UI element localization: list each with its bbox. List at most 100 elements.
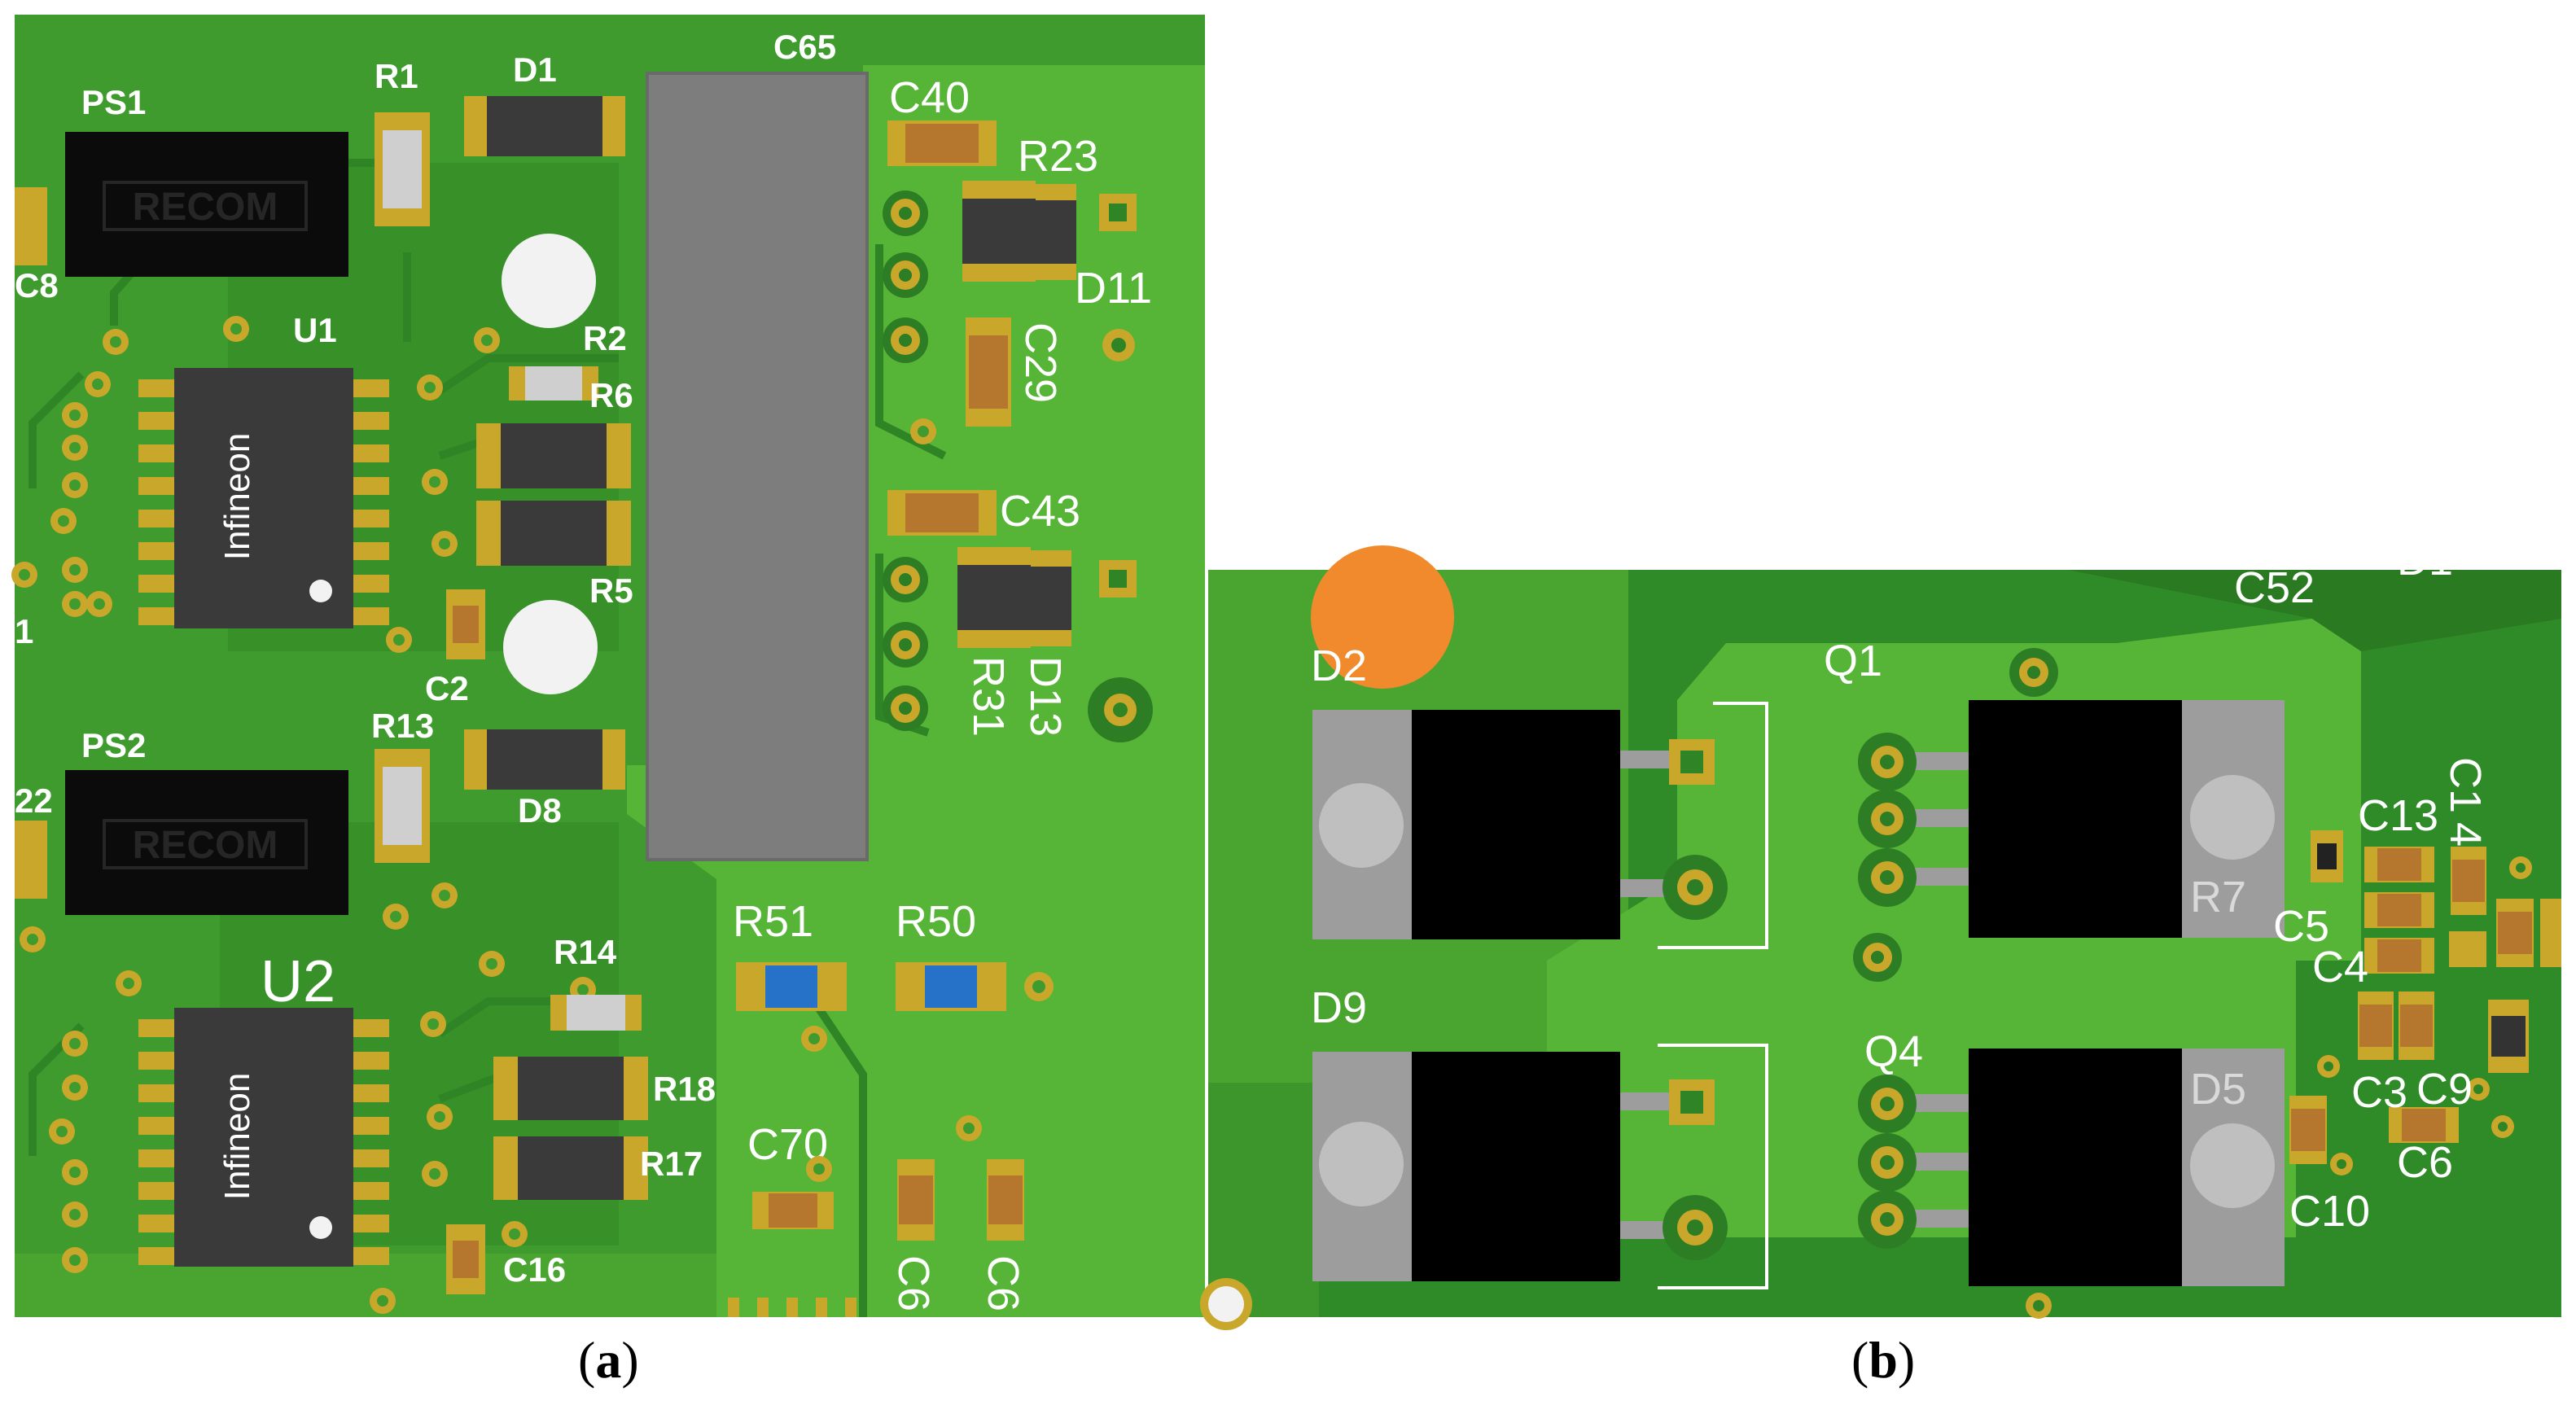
- label-d8: D8: [518, 791, 562, 830]
- label-r17: R17: [640, 1145, 703, 1183]
- label-r50: R50: [896, 897, 976, 946]
- label-r2: R2: [583, 319, 627, 357]
- via-hole: [1208, 1286, 1244, 1322]
- r5-body: [501, 501, 607, 566]
- label-d13: D13: [1021, 656, 1070, 737]
- d2-package: [1312, 702, 1768, 949]
- via-hole: [1111, 338, 1126, 352]
- panel-b-layout: D1 D2 C52 Q1: [1200, 536, 2561, 1330]
- label-c2: C2: [425, 669, 469, 707]
- via-hole: [2033, 1300, 2044, 1311]
- via-hole: [1113, 703, 1128, 717]
- caption-b: (b): [1851, 1331, 1915, 1389]
- panel-b-pour-dark: [2068, 570, 2561, 651]
- r2-body: [525, 366, 582, 401]
- trace: [28, 371, 85, 488]
- mounting-hole: [503, 600, 598, 694]
- label-c4: C4: [2312, 943, 2368, 992]
- label-c29: C29: [1016, 322, 1065, 403]
- ps1-logo-frame: [103, 181, 308, 231]
- q4-package: [1858, 1048, 2285, 1286]
- label-c8: C8: [15, 266, 59, 304]
- mounting-hole: [502, 234, 596, 328]
- d9-package: [1312, 1044, 1768, 1289]
- label-u2: U2: [261, 949, 335, 1014]
- label-d11: D11: [1075, 264, 1152, 313]
- label-c13: C13: [2358, 791, 2438, 840]
- u1-infineon-logo: Infineon: [217, 433, 257, 561]
- label-c14-a: C1: [2441, 757, 2490, 813]
- d11-pad-hole: [1109, 204, 1127, 221]
- r13-body: [383, 767, 422, 845]
- trace: [437, 354, 619, 395]
- label-d9: D9: [1311, 983, 1367, 1032]
- label-ps2: PS2: [81, 726, 146, 764]
- label-r6: R6: [589, 376, 633, 414]
- label-r31: R31: [964, 656, 1013, 737]
- small-parts-cluster: [2289, 830, 2561, 1175]
- r50-body: [925, 965, 977, 1008]
- label-r51: R51: [733, 897, 813, 946]
- label-c52: C52: [2234, 563, 2315, 612]
- label-c65: C65: [773, 28, 836, 66]
- r6-body: [501, 423, 607, 488]
- via-hole: [813, 1163, 825, 1175]
- label-u1: U1: [293, 311, 337, 349]
- c29-body: [969, 335, 1008, 409]
- label-r13: R13: [371, 707, 434, 745]
- via-hole: [918, 426, 929, 437]
- r14-body: [567, 995, 625, 1031]
- pad: [15, 187, 47, 265]
- label-ps1: PS1: [81, 83, 146, 121]
- panel-a-pour-left-bottom: [15, 1254, 716, 1317]
- label-top-cut: D1: [2397, 536, 2453, 584]
- label-c5: C5: [2273, 902, 2329, 951]
- ps1-module: [65, 132, 348, 277]
- c70-body: [769, 1193, 817, 1228]
- label-c22: 22: [15, 781, 53, 820]
- r18-body: [518, 1057, 624, 1120]
- u2-via-holes: [27, 890, 589, 1307]
- label-q1: Q1: [1824, 637, 1882, 685]
- c43-body: [905, 493, 979, 532]
- label-c6a: C6: [889, 1255, 938, 1311]
- r1-body: [383, 130, 422, 208]
- d8-body: [487, 729, 602, 790]
- caption-a: (a): [578, 1331, 639, 1389]
- label-q4: Q4: [1864, 1027, 1923, 1076]
- label-d5: D5: [2190, 1065, 2246, 1114]
- via-hole: [808, 1033, 820, 1044]
- label-c14-b: 4: [2441, 822, 2490, 847]
- ps2-logo-frame: [103, 819, 308, 869]
- label-r1: R1: [375, 57, 418, 95]
- u1-via-holes: [19, 323, 493, 646]
- c40-body: [905, 124, 979, 163]
- ps2-recom-logo: RECOM: [133, 824, 278, 867]
- via-hole: [963, 1123, 975, 1134]
- c2-body: [453, 606, 479, 643]
- label-c6b: C6: [979, 1255, 1027, 1311]
- label-c9: C9: [2416, 1065, 2473, 1114]
- label-c3: C3: [2351, 1068, 2407, 1117]
- c6a-body: [899, 1175, 933, 1224]
- label-r14: R14: [554, 933, 617, 971]
- u2-pin1-dot: [309, 1216, 332, 1239]
- r23-body: [962, 199, 1036, 264]
- c16-body: [453, 1241, 479, 1278]
- d13-body: [1031, 567, 1071, 630]
- d1-body: [487, 96, 602, 156]
- label-one: 1: [15, 612, 33, 650]
- d11-body: [1036, 200, 1076, 264]
- label-r7: R7: [2190, 873, 2246, 922]
- q1-package: [1853, 648, 2285, 982]
- label-r23: R23: [1018, 132, 1098, 181]
- label-c40: C40: [889, 73, 970, 122]
- label-c6: C6: [2397, 1138, 2453, 1187]
- u2-infineon-logo: Infineon: [217, 1073, 257, 1201]
- panel-b-pour-dark: [1208, 1083, 1319, 1317]
- u2-pins: [138, 1019, 389, 1265]
- u1-pin1-dot: [309, 580, 332, 602]
- label-c10: C10: [2289, 1187, 2370, 1236]
- c65-capacitor: [646, 72, 869, 861]
